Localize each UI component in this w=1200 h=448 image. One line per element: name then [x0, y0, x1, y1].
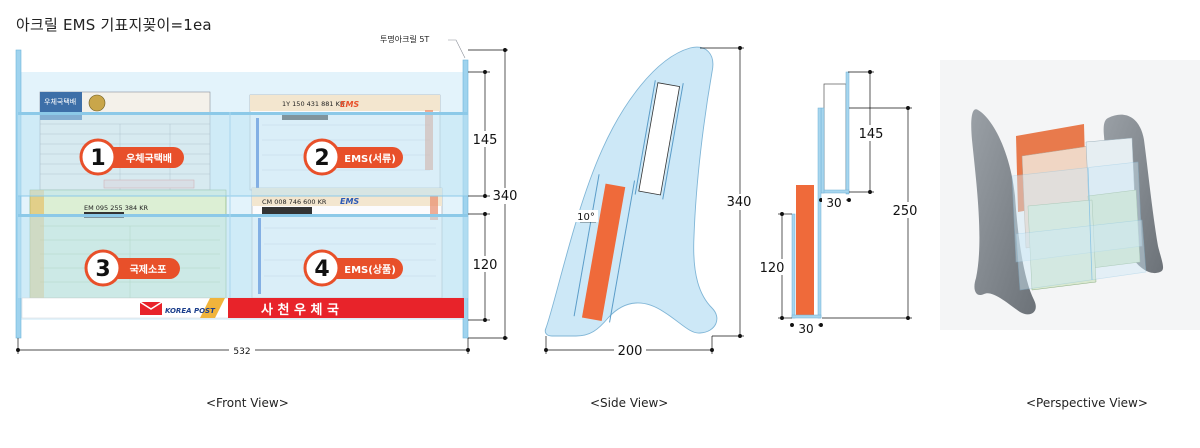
perspective-acrylic-top [1011, 161, 1143, 263]
banner-red-band [228, 298, 464, 318]
badge-4-label: EMS(상품) [344, 263, 396, 276]
form-intl-number: EM 095 255 384 KR [84, 204, 148, 212]
dim-side-base: 200 [618, 344, 643, 359]
post-office-banner: KOREA POST 사 천 우 체 국 [21, 297, 465, 319]
top-pocket-edge [18, 112, 468, 115]
side-view-label: <Side View> [590, 396, 669, 410]
badge-1-label: 우체국택배 [126, 152, 172, 165]
upper-slot [634, 80, 684, 200]
dim-top-pocket: 145 [473, 133, 498, 148]
badge-2-number: 2 [314, 146, 329, 171]
form-ems-doc-logo: EMS [340, 100, 359, 109]
badge-4-number: 4 [314, 257, 329, 282]
banner-text: 사 천 우 체 국 [261, 302, 339, 318]
bottom-pocket-edge [18, 214, 468, 217]
perspective-view [940, 60, 1200, 330]
side-view: 10° 340 200 [544, 46, 754, 359]
section-upper-sheet [823, 83, 847, 193]
dim-section-gap-bottom: 30 [798, 322, 813, 336]
badge-1: 1 우체국택배 [79, 138, 184, 176]
dim-section-total: 250 [893, 204, 918, 219]
lower-pocket [573, 174, 636, 323]
right-post [462, 59, 469, 339]
section-view: 145 30 250 120 30 [758, 70, 920, 336]
perspective-acrylic-bottom [1015, 219, 1147, 291]
dim-section-bottom: 120 [760, 261, 785, 276]
badge-3-label: 국제소포 [130, 263, 167, 276]
form-post-parcel-title: 우체국택배 [44, 97, 76, 106]
page-title: 아크릴 EMS 기표지꽂이=1ea [16, 16, 212, 34]
korea-post-logo-icon [139, 301, 163, 315]
front-view-label: <Front View> [206, 396, 289, 410]
badge-4: 4 EMS(상품) [303, 249, 403, 287]
badge-3-number: 3 [95, 257, 110, 282]
form-ems-goods-logo: EMS [340, 197, 359, 206]
front-view: 우체국택배 1Y 150 431 881 KR EMS [15, 34, 519, 357]
dim-section-gap-top: 30 [826, 196, 841, 210]
badge-1-number: 1 [90, 146, 105, 171]
dim-section-top: 145 [859, 127, 884, 142]
badge-2-label: EMS(서류) [344, 152, 396, 165]
dim-side-height: 340 [727, 195, 752, 210]
form-ems-goods-number: CM 008 746 600 KR [262, 198, 327, 206]
side-panel-shape [544, 46, 718, 337]
material-leader-line [448, 39, 466, 59]
dim-angle: 10° [577, 212, 595, 223]
banner-accent-stripe [200, 298, 225, 318]
badge-3: 3 국제소포 [84, 249, 180, 287]
section-back-wall [817, 107, 822, 319]
korea-post-logo-text: KOREA POST [165, 307, 216, 315]
bottom-pocket [18, 214, 468, 298]
section-lower-sheet [796, 185, 814, 315]
dim-bottom-pocket: 120 [473, 258, 498, 273]
badge-2: 2 EMS(서류) [303, 138, 403, 176]
dim-width: 532 [233, 347, 250, 357]
material-label: 투명아크릴 5T [380, 34, 429, 44]
form-ems-doc-number: 1Y 150 431 881 KR [282, 100, 345, 108]
lower-sheet [581, 183, 626, 322]
perspective-view-label: <Perspective View> [1026, 396, 1148, 410]
perspective-left-panel [971, 109, 1036, 315]
dim-total-height: 340 [493, 189, 518, 204]
